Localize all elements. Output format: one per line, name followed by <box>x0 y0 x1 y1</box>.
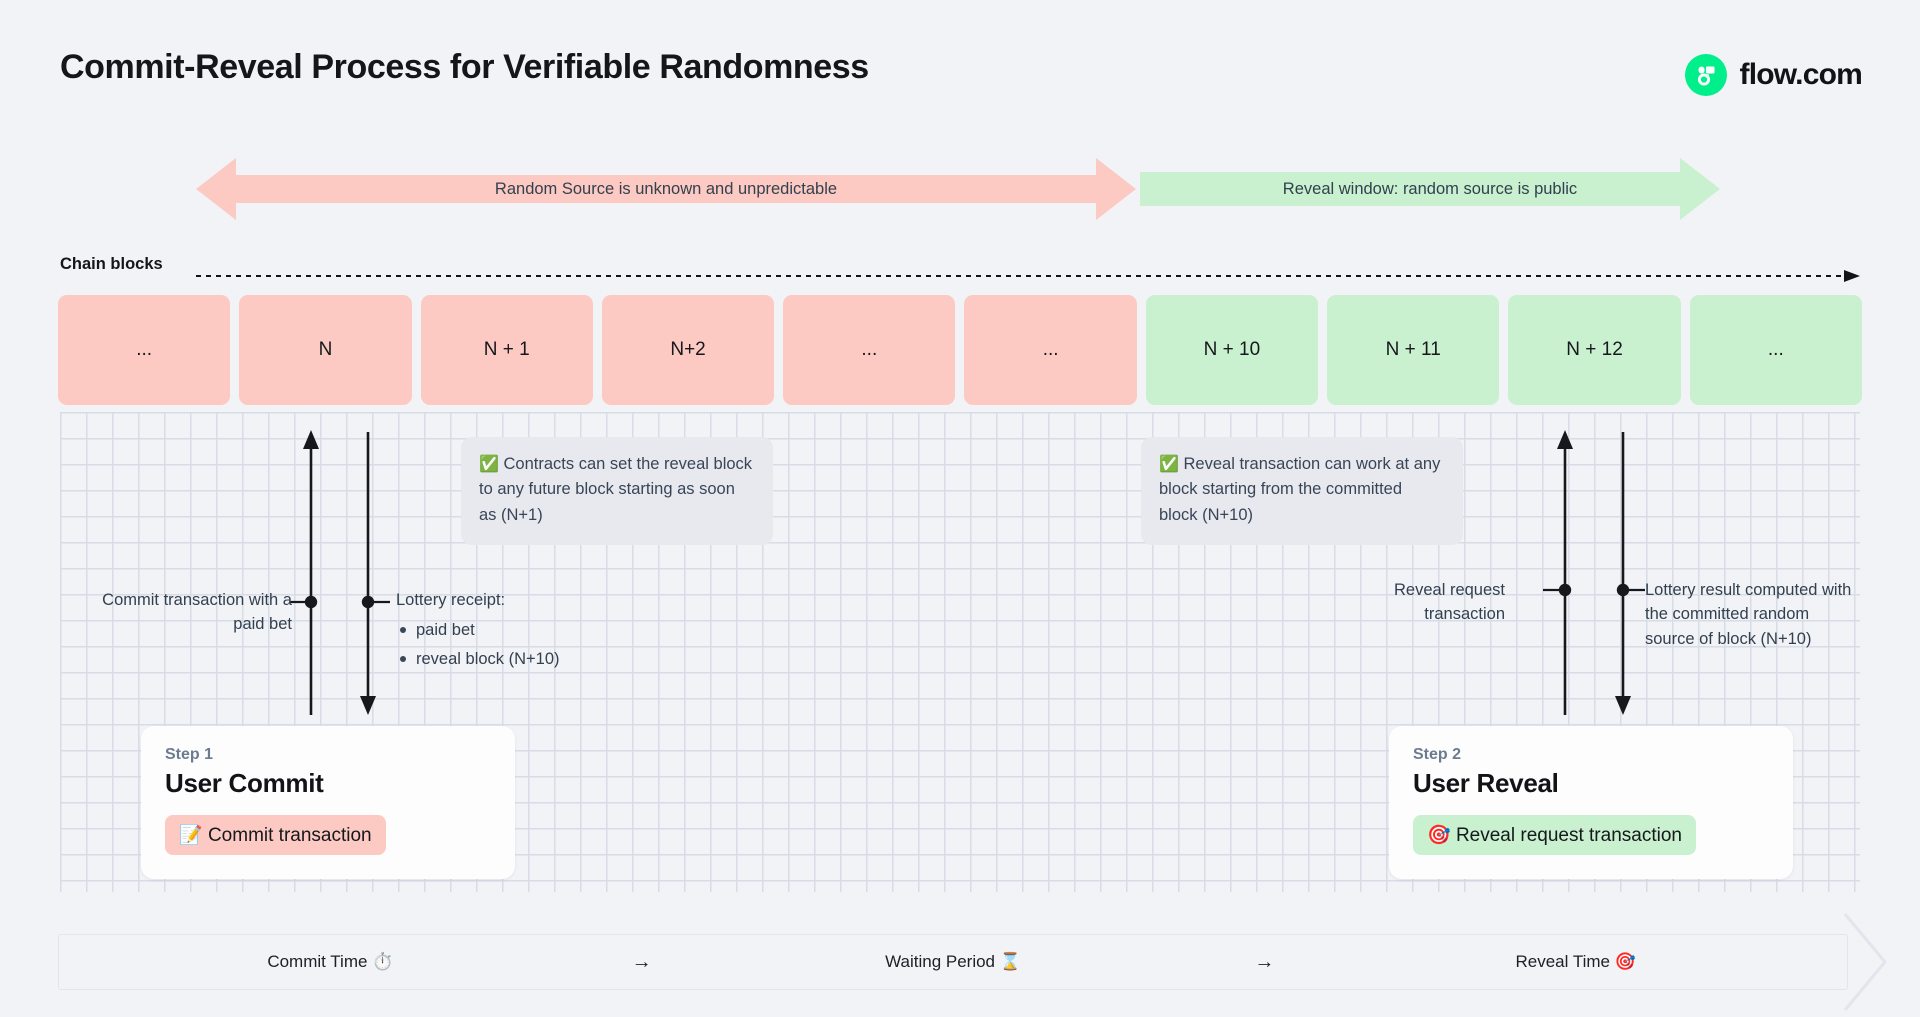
brand-name: flow.com <box>1739 58 1863 91</box>
timeline-arrow-1-icon: → <box>631 950 652 973</box>
annotation-lottery-result: Lottery result computed with the committ… <box>1645 581 1852 648</box>
block-7[interactable]: N + 11 <box>1327 295 1500 405</box>
right-arrow-shape <box>1140 158 1720 220</box>
bottom-timeline: Commit Time ⏱️ → Waiting Period ⌛ → Reve… <box>58 934 1848 990</box>
block-9[interactable]: ... <box>1689 295 1862 405</box>
callout-commit-text: Contracts can set the reveal block to an… <box>479 455 753 524</box>
chain-blocks-label: Chain blocks <box>60 255 163 273</box>
timeline-reveal-time: Reveal Time 🎯 <box>1515 952 1636 971</box>
step-2-pill[interactable]: 🎯 Reveal request transaction <box>1413 815 1696 855</box>
block-2[interactable]: N + 1 <box>420 295 593 405</box>
timeline-commit-time: Commit Time ⏱️ <box>267 952 394 971</box>
block-8[interactable]: N + 12 <box>1508 295 1681 405</box>
step-2-kicker: Step 2 <box>1413 746 1462 763</box>
block-0[interactable]: ... <box>58 295 231 405</box>
block-3[interactable]: N+2 <box>601 295 775 405</box>
step-1-title: User Commit <box>165 768 324 798</box>
timeline-waiting-period: Waiting Period ⌛ <box>885 952 1021 971</box>
check-mark-button-icon: ✅ <box>1159 456 1179 473</box>
list-item: paid bet <box>396 618 646 642</box>
step-2-title: User Reveal <box>1413 768 1559 798</box>
block-6[interactable]: N + 10 <box>1145 295 1319 405</box>
callout-reveal-text: Reveal transaction can work at any block… <box>1159 455 1441 524</box>
brand-logo: flow.com <box>1684 54 1863 96</box>
block-5[interactable]: ... <box>964 295 1137 405</box>
check-mark-button-icon: ✅ <box>479 456 499 473</box>
double-arrow-shape <box>196 158 1136 220</box>
flow-logo-icon <box>1684 54 1727 96</box>
step-1-pill[interactable]: 📝 Commit transaction <box>165 815 386 855</box>
timeline-end-arrow-icon <box>1843 913 1887 1011</box>
step-card-user-reveal[interactable]: Step 2 User Reveal 🎯 Reveal request tran… <box>1389 726 1793 879</box>
chain-rail-arrow <box>196 270 1860 282</box>
timeline-arrow-2-icon: → <box>1254 950 1275 973</box>
banner-random-unknown: Random Source is unknown and unpredictab… <box>196 158 1136 220</box>
lottery-receipt-title: Lottery receipt: <box>396 591 506 609</box>
annotation-reveal-request: Reveal request transaction <box>1394 581 1505 624</box>
chain-blocks-row: ... N N + 1 N+2 ... ... N + 10 N + 11 N … <box>58 295 1862 405</box>
callout-reveal-note: ✅ Reveal transaction can work at any blo… <box>1141 437 1463 545</box>
step-1-kicker: Step 1 <box>165 746 214 763</box>
annotation-lottery-receipt: Lottery receipt: paid bet reveal block (… <box>396 588 646 671</box>
step-card-user-commit[interactable]: Step 1 User Commit 📝 Commit transaction <box>141 726 515 879</box>
annotation-commit-transaction: Commit transaction with a paid bet <box>102 591 292 634</box>
banner-reveal-label: Reveal window: random source is public <box>1282 179 1578 198</box>
lottery-receipt-list: paid bet reveal block (N+10) <box>396 618 646 671</box>
banner-unknown-label: Random Source is unknown and unpredictab… <box>494 179 838 198</box>
memo-icon: 📝 <box>179 825 203 846</box>
page-title: Commit-Reveal Process for Verifiable Ran… <box>60 48 869 86</box>
block-4[interactable]: ... <box>783 295 956 405</box>
direct-hit-icon: 🎯 <box>1427 825 1451 846</box>
callout-commit-note: ✅ Contracts can set the reveal block to … <box>461 437 773 545</box>
block-1[interactable]: N <box>239 295 412 405</box>
step-2-pill-label: Reveal request transaction <box>1455 825 1682 846</box>
banner-reveal-window: Reveal window: random source is public <box>1140 158 1720 220</box>
list-item: reveal block (N+10) <box>396 647 646 671</box>
step-1-pill-label: Commit transaction <box>207 825 372 846</box>
